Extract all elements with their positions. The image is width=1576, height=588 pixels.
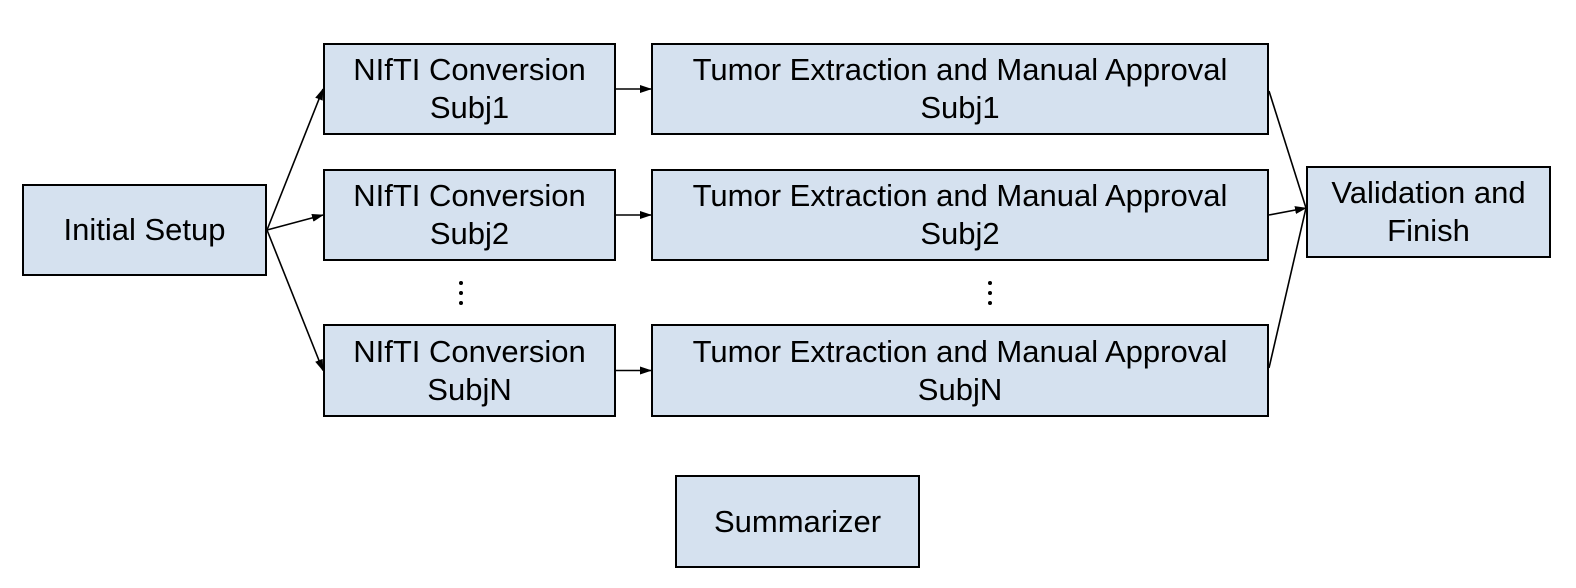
- nifti-conversion-subj2-subject: Subj2: [429, 216, 510, 251]
- edge-initial_setup-to-nifti_subj2: [266, 213, 324, 231]
- nifti-conversion-subj1-title: NIfTI Conversion: [353, 52, 586, 87]
- tumor-extraction-subj1-title: Tumor Extraction and Manual Approval: [692, 52, 1228, 87]
- summarizer-label: Summarizer: [713, 503, 882, 539]
- edge-initial_setup-to-nifti_subj1: [266, 88, 324, 231]
- nifti-conversion-subj1-node: NIfTI Conversion Subj1: [323, 43, 616, 135]
- tumor-continuation-ellipsis-icon: [987, 279, 993, 309]
- tumor-extraction-subj1-node: Tumor Extraction and Manual Approval Sub…: [651, 43, 1269, 135]
- nifti-conversion-subjn-title: NIfTI Conversion: [353, 333, 586, 369]
- tumor-extraction-subj2-node: Tumor Extraction and Manual Approval Sub…: [651, 169, 1269, 261]
- validation-and-finish-node: Validation and Finish: [1306, 166, 1551, 258]
- validation-label-line1: Validation and: [1331, 175, 1526, 210]
- validation-label-line2: Finish: [1387, 213, 1470, 248]
- initial-setup-node: Initial Setup: [22, 184, 267, 276]
- tumor-extraction-subjn-node: Tumor Extraction and Manual Approval Sub…: [651, 324, 1269, 417]
- nifti-conversion-subjn-subject: SubjN: [427, 371, 512, 407]
- tumor-extraction-subj2-title: Tumor Extraction and Manual Approval: [692, 178, 1228, 213]
- edge-tumor_subj1-to-validation: [1268, 90, 1307, 209]
- edge-tumor_subjn-to-validation: [1268, 207, 1307, 369]
- tumor-extraction-subjn-title: Tumor Extraction and Manual Approval: [692, 333, 1228, 369]
- nifti-conversion-subjn-node: NIfTI Conversion SubjN: [323, 324, 616, 417]
- tumor-extraction-subjn-subject: SubjN: [917, 371, 1003, 407]
- tumor-extraction-subj1-subject: Subj1: [920, 90, 1000, 125]
- edge-initial_setup-to-nifti_subjn: [266, 229, 324, 372]
- nifti-conversion-subj2-node: NIfTI Conversion Subj2: [323, 169, 616, 261]
- initial-setup-label: Initial Setup: [63, 212, 226, 247]
- summarizer-node: Summarizer: [675, 475, 920, 568]
- edge-tumor_subj2-to-validation: [1268, 206, 1307, 216]
- nifti-conversion-subj1-subject: Subj1: [429, 90, 510, 125]
- nifti-continuation-ellipsis-icon: [458, 279, 464, 309]
- tumor-extraction-subj2-subject: Subj2: [920, 216, 1000, 251]
- nifti-conversion-subj2-title: NIfTI Conversion: [353, 178, 586, 213]
